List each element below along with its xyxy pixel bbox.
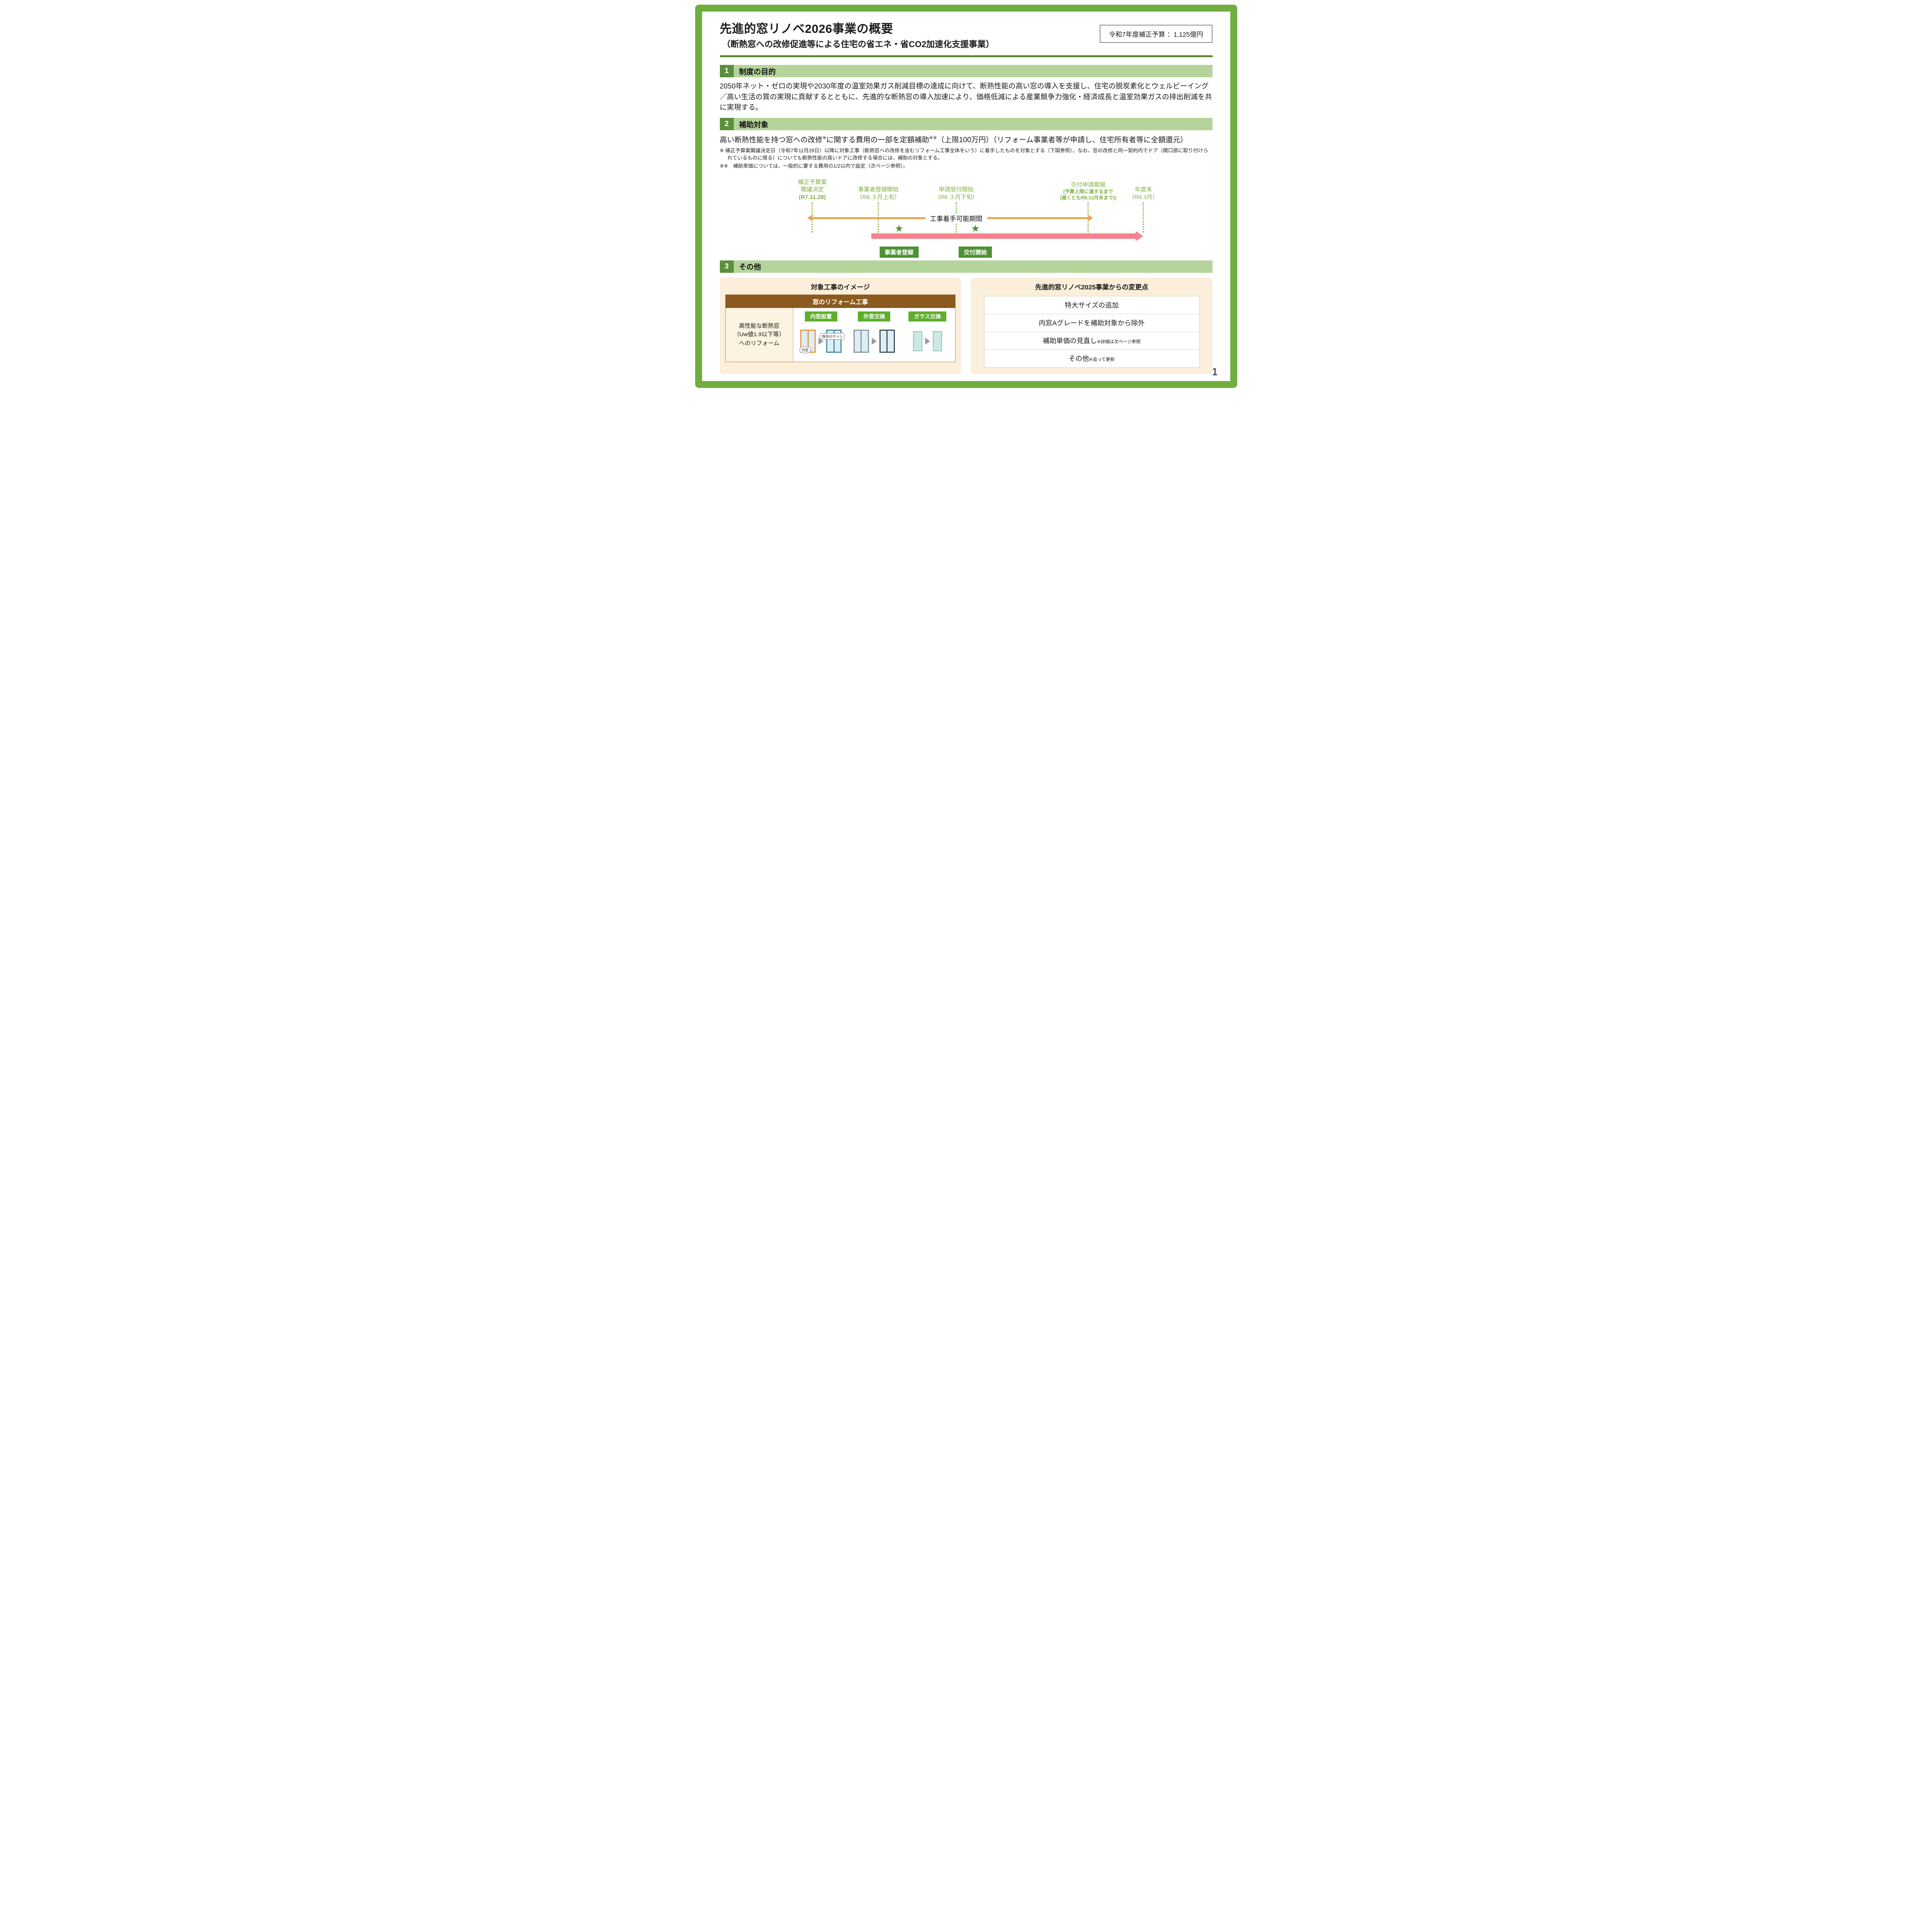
milestone-label: 閣議決定 [801,186,824,193]
work-type-glass: ガラス交換 [903,311,952,358]
section-2-header: 2 補助対象 [719,118,1213,131]
change-text: 内窓Aグレードを補助対象から除外 [1039,319,1145,327]
footnote-mark-1: ※ [822,135,827,141]
timeline-milestone-application-start: 申請受付開始 （R8.３月下旬） [934,171,978,201]
badge-grant-start: 交付開始 [959,246,992,258]
badge-business-registration: 事業者登録 [879,246,919,258]
inner-window-illustration: 内窓 既存のサッシ [796,325,846,358]
section-1-title: 制度の目的 [733,65,1213,78]
changes-list: 特大サイズの追加 内窓Aグレードを補助対象から除外 補助単価の見直し※詳細は次ペ… [984,296,1199,367]
construction-period-label: 工事着手可能期間 [925,213,987,223]
old-window-icon [853,329,869,353]
star-icon: ★ [894,222,904,234]
high-performance-window-note: 高性能な断熱窓 （Uw値1.9以下等） へのリフォーム [725,308,793,362]
footnote-mark-2: ※※ [929,135,937,141]
star-icon: ★ [971,222,980,234]
work-type-label: ガラス交換 [908,311,947,321]
section-2-number: 2 [719,118,734,131]
slide-page: 先進的窓リノベ2026事業の概要 （断熱窓への改修促進等による住宅の省エネ・省C… [695,5,1237,388]
section-2-title: 補助対象 [733,118,1213,131]
title-block: 先進的窓リノベ2026事業の概要 （断熱窓への改修促進等による住宅の省エネ・省C… [720,19,995,50]
subsidy-lead-text: 高い断熱性能を持つ窓への改修※に関する費用の一部を定額補助※※（上限100万円）… [720,134,1213,145]
callout-inner-window: 内窓 [799,346,811,353]
section-3-title: その他 [733,260,1213,273]
change-text: その他 [1068,354,1089,362]
milestone-label: 申請受付開始 [939,186,974,193]
timeline-tick [1143,202,1144,233]
outer-window-illustration [850,325,899,358]
lead-part-1: 高い断熱性能を持つ窓への改修 [719,136,823,145]
milestone-label: 事業者登録開始 [858,186,899,193]
section-1-header: 1 制度の目的 [719,65,1213,78]
program-progress-arrow [871,231,1143,241]
section-3-number: 3 [719,260,734,273]
schedule-timeline: 補正予算案 閣議決定 (R7.11.28) 事業者登録開始 （R8.３月上旬） … [720,171,1213,259]
callout-existing-sash: 既存のサッシ [820,333,845,340]
change-text: 特大サイズの追加 [1065,301,1119,309]
change-row: その他※追って更新 [985,349,1199,367]
work-type-inner-window: 内窓設置 内窓 既存のサッシ [796,311,846,358]
lead-part-3: （上限100万円）（リフォーム事業者等が申請し、住宅所有者等に全額還元） [937,136,1188,145]
timeline-milestone-cabinet-decision: 補正予算案 閣議決定 (R7.11.28) [798,171,827,201]
purpose-body-text: 2050年ネット・ゼロの実現や2030年度の温室効果ガス削減目標の達成に向けて、… [719,82,1212,111]
arrow-icon [871,337,877,345]
milestone-date: （R8.３月下旬） [934,194,978,201]
change-note: ※詳細は次ページ参照 [1097,339,1141,344]
change-row: 内窓Aグレードを補助対象から除外 [985,313,1199,332]
changes-panel: 先進的窓リノベ2025事業からの変更点 特大サイズの追加 内窓Aグレードを補助対… [971,277,1213,374]
arrow-icon [925,337,930,345]
work-type-outer-window: 外窓交換 [850,311,899,358]
change-row: 特大サイズの追加 [985,296,1199,314]
milestone-label: 年度末 [1134,186,1152,193]
other-panels: 対象工事のイメージ 窓のリフォーム工事 高性能な断熱窓 （Uw値1.9以下等） … [719,277,1213,374]
milestone-date: （R9.3月） [1128,194,1158,201]
timeline-milestone-application-deadline: 交付申請期限 (予算上限に達するまで (遅くともR8.12月末まで)) [1060,171,1116,201]
change-note: ※追って更新 [1089,357,1115,362]
timeline-milestone-registration-start: 事業者登録開始 （R8.３月上旬） [856,171,900,201]
work-type-columns: 内窓設置 内窓 既存のサッシ 外窓交換 [793,308,955,362]
section-1-number: 1 [719,65,734,78]
milestone-date: (R7.11.28) [799,194,826,201]
budget-box: 令和7年度補正予算 ：1,125億円 [1099,25,1213,43]
new-glass-icon [932,331,942,351]
new-window-icon [879,329,895,353]
old-glass-icon [913,331,922,351]
lead-part-2: に関する費用の一部を定額補助 [826,136,929,145]
header: 先進的窓リノベ2026事業の概要 （断熱窓への改修促進等による住宅の省エネ・省C… [720,19,1213,50]
page-number: 1 [1212,366,1218,378]
glass-replacement-illustration [903,325,952,358]
slide-content: 先進的窓リノベ2026事業の概要 （断熱窓への改修促進等による住宅の省エネ・省C… [702,12,1230,374]
page-title: 先進的窓リノベ2026事業の概要 [719,22,893,36]
footnote-2: ※※ 補助単価については、一般的に要する費用の1/2以内で設定（次ページ参照）。 [719,163,908,169]
changes-panel-title: 先進的窓リノベ2025事業からの変更点 [1035,283,1148,291]
window-reform-table-body: 高性能な断熱窓 （Uw値1.9以下等） へのリフォーム 内窓設置 内窓 既存のサ… [725,308,956,362]
milestone-label: 補正予算案 [798,179,827,186]
header-divider [719,55,1213,58]
window-reform-table: 窓のリフォーム工事 高性能な断熱窓 （Uw値1.9以下等） へのリフォーム 内窓… [725,294,956,362]
work-type-label: 外窓交換 [858,311,891,321]
change-row: 補助単価の見直し※詳細は次ページ参照 [985,331,1199,349]
footnote-1: ※ 補正予算案閣議決定日（令和7年11月28日）以降に対象工事（断熱窓への改修を… [719,148,1208,161]
milestone-note: (予算上限に達するまで [1063,189,1113,194]
target-work-panel-title: 対象工事のイメージ [811,283,870,291]
window-reform-table-header: 窓のリフォーム工事 [725,294,955,308]
milestone-label: 交付申請期限 [1071,181,1106,188]
work-type-label: 内窓設置 [804,311,837,321]
section-3-header: 3 その他 [719,260,1213,273]
change-text: 補助単価の見直し [1043,337,1097,345]
milestone-date: （R8.３月上旬） [856,194,900,201]
target-work-panel: 対象工事のイメージ 窓のリフォーム工事 高性能な断熱窓 （Uw値1.9以下等） … [719,277,961,374]
page-subtitle: （断熱窓への改修促進等による住宅の省エネ・省CO2加速化支援事業） [722,39,995,49]
timeline-milestone-fiscal-year-end: 年度末 （R9.3月） [1129,171,1158,201]
milestone-note: (遅くともR8.12月末まで)) [1060,195,1117,201]
